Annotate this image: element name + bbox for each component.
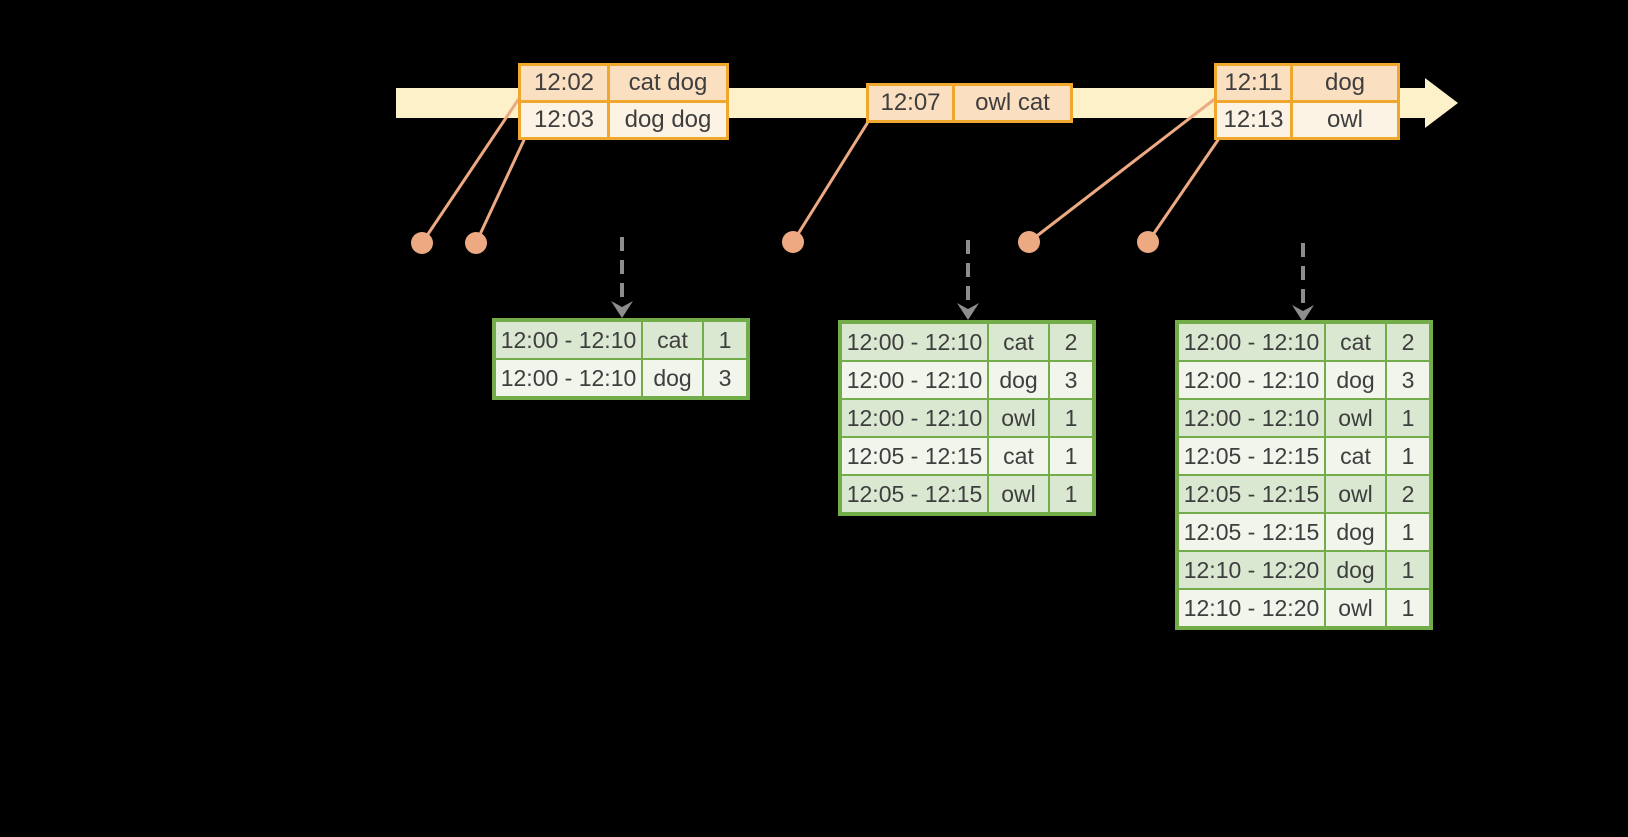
count-cell: 2 bbox=[1387, 476, 1429, 512]
window-cell: 12:00 - 12:10 bbox=[1179, 400, 1324, 436]
event-connector-line bbox=[1027, 96, 1218, 244]
count-cell: 3 bbox=[704, 360, 746, 396]
word-cell: dog bbox=[1326, 514, 1385, 550]
window-cell: 12:00 - 12:10 bbox=[496, 322, 641, 358]
event-time-dot bbox=[1137, 231, 1159, 253]
window-cell: 12:00 - 12:10 bbox=[842, 324, 987, 360]
trigger-arrowhead-icon bbox=[957, 303, 979, 320]
event-connector-line bbox=[791, 120, 870, 244]
word-cell: owl bbox=[1326, 590, 1385, 626]
event-time-cell: 12:13 bbox=[1217, 103, 1290, 137]
count-cell: 3 bbox=[1050, 362, 1092, 398]
count-cell: 3 bbox=[1387, 362, 1429, 398]
window-cell: 12:00 - 12:10 bbox=[842, 400, 987, 436]
event-connector-line bbox=[1146, 138, 1220, 244]
event-time-dot bbox=[465, 232, 487, 254]
window-cell: 12:05 - 12:15 bbox=[1179, 438, 1324, 474]
stream-arrowhead-icon bbox=[1425, 78, 1458, 128]
window-cell: 12:05 - 12:15 bbox=[1179, 476, 1324, 512]
event-words-cell: dog dog bbox=[610, 103, 726, 137]
window-cell: 12:10 - 12:20 bbox=[1179, 590, 1324, 626]
window-cell: 12:00 - 12:10 bbox=[1179, 362, 1324, 398]
window-cell: 12:05 - 12:15 bbox=[842, 476, 987, 512]
word-cell: dog bbox=[1326, 362, 1385, 398]
event-time-cell: 12:03 bbox=[521, 103, 607, 137]
event-words-cell: owl cat bbox=[955, 86, 1070, 120]
count-cell: 1 bbox=[1387, 514, 1429, 550]
word-cell: owl bbox=[1326, 476, 1385, 512]
event-time-dot bbox=[1018, 231, 1040, 253]
event-words-cell: dog bbox=[1293, 66, 1397, 100]
window-cell: 12:00 - 12:10 bbox=[1179, 324, 1324, 360]
count-cell: 1 bbox=[704, 322, 746, 358]
count-cell: 1 bbox=[1387, 552, 1429, 588]
count-cell: 1 bbox=[1050, 400, 1092, 436]
word-cell: dog bbox=[989, 362, 1048, 398]
window-cell: 12:05 - 12:15 bbox=[1179, 514, 1324, 550]
count-cell: 1 bbox=[1050, 476, 1092, 512]
count-cell: 2 bbox=[1050, 324, 1092, 360]
count-cell: 2 bbox=[1387, 324, 1429, 360]
trigger-arrowhead-icon bbox=[1292, 305, 1314, 322]
word-cell: dog bbox=[1326, 552, 1385, 588]
word-cell: owl bbox=[989, 476, 1048, 512]
event-time-dot bbox=[782, 231, 804, 253]
window-cell: 12:05 - 12:15 bbox=[842, 438, 987, 474]
event-time-cell: 12:11 bbox=[1217, 66, 1290, 100]
event-time-cell: 12:07 bbox=[869, 86, 952, 120]
event-connector-lines bbox=[420, 96, 1220, 245]
word-cell: cat bbox=[989, 324, 1048, 360]
word-cell: owl bbox=[1326, 400, 1385, 436]
count-cell: 1 bbox=[1050, 438, 1092, 474]
trigger-arrow-lines bbox=[620, 237, 1305, 305]
word-cell: cat bbox=[1326, 438, 1385, 474]
event-time-dot bbox=[411, 232, 433, 254]
window-cell: 12:00 - 12:10 bbox=[842, 362, 987, 398]
count-cell: 1 bbox=[1387, 400, 1429, 436]
window-cell: 12:10 - 12:20 bbox=[1179, 552, 1324, 588]
trigger-arrowhead-icon bbox=[611, 301, 633, 318]
event-connector-line bbox=[420, 98, 520, 245]
word-cell: dog bbox=[643, 360, 702, 396]
event-words-cell: cat dog bbox=[610, 66, 726, 100]
word-cell: cat bbox=[643, 322, 702, 358]
trigger-arrowheads bbox=[611, 301, 1314, 322]
event-words-cell: owl bbox=[1293, 103, 1397, 137]
word-cell: cat bbox=[989, 438, 1048, 474]
word-cell: cat bbox=[1326, 324, 1385, 360]
event-time-cell: 12:02 bbox=[521, 66, 607, 100]
count-cell: 1 bbox=[1387, 438, 1429, 474]
count-cell: 1 bbox=[1387, 590, 1429, 626]
word-cell: owl bbox=[989, 400, 1048, 436]
event-time-dots bbox=[411, 231, 1159, 254]
window-cell: 12:00 - 12:10 bbox=[496, 360, 641, 396]
event-connector-line bbox=[474, 138, 526, 245]
